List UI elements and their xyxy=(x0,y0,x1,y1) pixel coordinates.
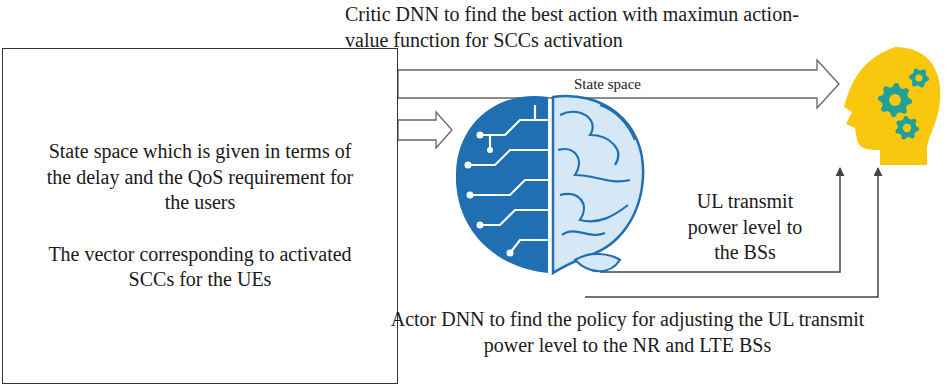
actor-brain-icon xyxy=(450,75,650,300)
critic-node: Critic DNN to find the best action with … xyxy=(340,0,950,170)
hollow-arrow xyxy=(398,112,452,148)
edge-label: State space xyxy=(571,76,644,93)
edge-label: UL transmit power level to the BSs xyxy=(680,189,810,266)
node-text: The vector corresponding to activated SC… xyxy=(40,242,360,293)
input-box: State space which is given in terms of t… xyxy=(2,48,398,384)
node-text: State space which is given in terms of t… xyxy=(40,139,360,216)
node-text: Actor DNN to find the policy for adjusti… xyxy=(380,307,875,358)
node-text: Critic DNN to find the best action with … xyxy=(345,2,830,53)
critic-head-icon xyxy=(835,42,945,167)
hollow-arrow xyxy=(398,60,839,108)
